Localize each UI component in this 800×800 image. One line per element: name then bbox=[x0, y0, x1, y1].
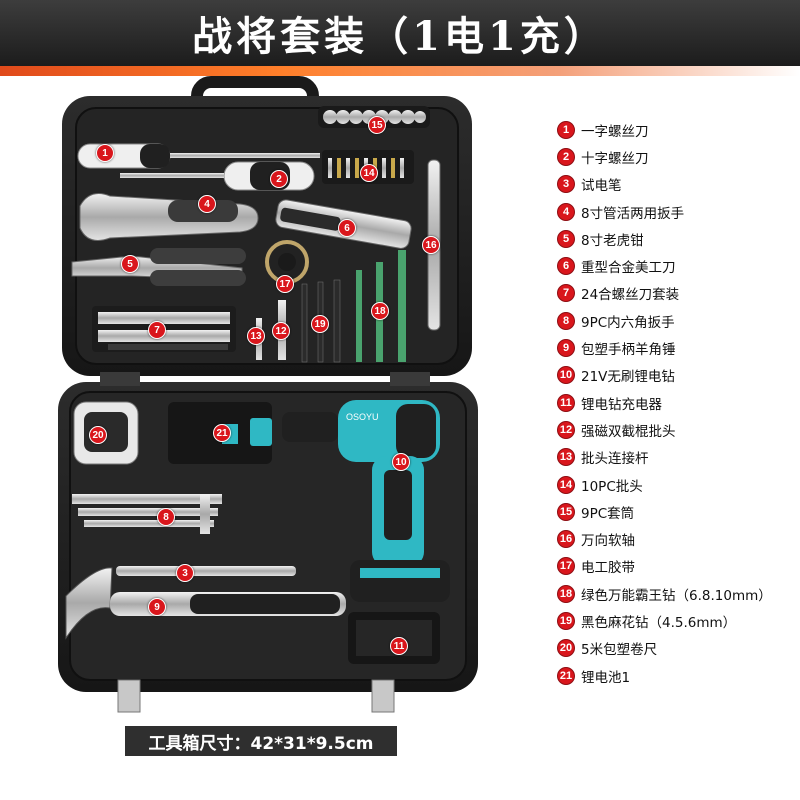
legend-item-20: 20 5米包塑卷尺 bbox=[557, 635, 800, 662]
legend-item-3: 3 试电笔 bbox=[557, 171, 800, 198]
legend-item-10: 10 21V无刷锂电钻 bbox=[557, 362, 800, 389]
legend-number-badge: 6 bbox=[557, 257, 575, 276]
marker-21: 21 bbox=[213, 424, 231, 442]
legend-label: 包塑手柄羊角锤 bbox=[581, 342, 676, 359]
toolbox-photo: OSOYU 1 2 3 4 5 6 7 8 9 10 11 12 13 14 1 bbox=[0, 76, 800, 800]
marker-7: 7 bbox=[148, 321, 166, 339]
legend-label: 21V无刷锂电钻 bbox=[581, 369, 675, 386]
page-title: 战将套装（1电1充） bbox=[192, 13, 608, 60]
legend-item-6: 6 重型合金美工刀 bbox=[557, 252, 800, 279]
marker-19: 19 bbox=[311, 315, 329, 333]
legend-label: 重型合金美工刀 bbox=[581, 260, 676, 277]
legend-number-badge: 20 bbox=[557, 639, 575, 658]
legend-item-1: 1 一字螺丝刀 bbox=[557, 116, 800, 143]
marker-10: 10 bbox=[392, 453, 410, 471]
legend-label: 10PC批头 bbox=[581, 478, 643, 495]
legend-label: 电工胶带 bbox=[581, 560, 635, 577]
legend-item-17: 17 电工胶带 bbox=[557, 553, 800, 580]
marker-15: 15 bbox=[368, 116, 386, 134]
legend-label: 8寸老虎钳 bbox=[581, 232, 644, 249]
marker-12: 12 bbox=[272, 322, 290, 340]
legend-number-badge: 11 bbox=[557, 393, 575, 412]
legend-number-badge: 4 bbox=[557, 202, 575, 221]
title-accent-stripe bbox=[0, 66, 800, 76]
legend-number-badge: 10 bbox=[557, 366, 575, 385]
legend-item-14: 14 10PC批头 bbox=[557, 471, 800, 498]
hex-key-set bbox=[72, 494, 222, 534]
legend-label: 强磁双截棍批头 bbox=[581, 423, 676, 440]
legend-number-badge: 9 bbox=[557, 339, 575, 358]
legend-label: 9PC内六角扳手 bbox=[581, 314, 675, 331]
legend-item-2: 2 十字螺丝刀 bbox=[557, 143, 800, 170]
legend-item-21: 21 锂电池1 bbox=[557, 662, 800, 689]
case-size-label: 工具箱尺寸：42*31*9.5cm bbox=[125, 726, 397, 756]
legend-label: 9PC套筒 bbox=[581, 505, 635, 522]
legend-item-12: 12 强磁双截棍批头 bbox=[557, 416, 800, 443]
legend-label: 一字螺丝刀 bbox=[581, 123, 649, 140]
legend-number-badge: 16 bbox=[557, 530, 575, 549]
marker-4: 4 bbox=[198, 195, 216, 213]
legend-number-badge: 13 bbox=[557, 448, 575, 467]
legend-label: 批头连接杆 bbox=[581, 451, 649, 468]
marker-18: 18 bbox=[371, 302, 389, 320]
legend-label: 十字螺丝刀 bbox=[581, 150, 649, 167]
legend-number-badge: 19 bbox=[557, 611, 575, 630]
legend-label: 万向软轴 bbox=[581, 533, 635, 550]
legend-number-badge: 15 bbox=[557, 502, 575, 521]
legend-number-badge: 2 bbox=[557, 147, 575, 166]
marker-3: 3 bbox=[176, 564, 194, 582]
voltage-tester bbox=[116, 566, 296, 576]
marker-20: 20 bbox=[89, 426, 107, 444]
legend-label: 锂电钻充电器 bbox=[581, 396, 662, 413]
legend-label: 8寸管活两用扳手 bbox=[581, 205, 685, 222]
marker-2: 2 bbox=[270, 170, 288, 188]
legend-label: 黑色麻花钻（4.5.6mm） bbox=[581, 614, 737, 631]
legend-label: 试电笔 bbox=[581, 178, 622, 195]
cordless-drill: OSOYU bbox=[282, 400, 450, 602]
legend-number-badge: 18 bbox=[557, 584, 575, 603]
marker-6: 6 bbox=[338, 219, 356, 237]
legend-number-badge: 5 bbox=[557, 229, 575, 248]
legend-number-badge: 3 bbox=[557, 175, 575, 194]
legend-label: 锂电池1 bbox=[581, 669, 631, 686]
marker-16: 16 bbox=[422, 236, 440, 254]
legend-item-11: 11 锂电钻充电器 bbox=[557, 389, 800, 416]
legend-number-badge: 12 bbox=[557, 420, 575, 439]
claw-hammer bbox=[65, 567, 346, 640]
marker-9: 9 bbox=[148, 598, 166, 616]
legend-item-4: 4 8寸管活两用扳手 bbox=[557, 198, 800, 225]
marker-17: 17 bbox=[276, 275, 294, 293]
legend-number-badge: 1 bbox=[557, 120, 575, 139]
marker-5: 5 bbox=[121, 255, 139, 273]
marker-1: 1 bbox=[96, 144, 114, 162]
legend-item-19: 19 黑色麻花钻（4.5.6mm） bbox=[557, 607, 800, 634]
legend-label: 24合螺丝刀套装 bbox=[581, 287, 680, 304]
legend-number-badge: 8 bbox=[557, 311, 575, 330]
legend-label: 5米包塑卷尺 bbox=[581, 642, 658, 659]
pliers bbox=[71, 248, 246, 286]
legend-item-16: 16 万向软轴 bbox=[557, 525, 800, 552]
case-size-text: 工具箱尺寸：42*31*9.5cm bbox=[148, 733, 374, 754]
legend-item-5: 5 8寸老虎钳 bbox=[557, 225, 800, 252]
legend-item-7: 7 24合螺丝刀套装 bbox=[557, 280, 800, 307]
legend-label: 绿色万能霸王钻（6.8.10mm） bbox=[581, 587, 772, 604]
legend-item-15: 15 9PC套筒 bbox=[557, 498, 800, 525]
legend-number-badge: 17 bbox=[557, 557, 575, 576]
legend-item-13: 13 批头连接杆 bbox=[557, 444, 800, 471]
title-bar: 战将套装（1电1充） bbox=[0, 0, 800, 66]
legend-number-badge: 21 bbox=[557, 666, 575, 685]
legend-item-9: 9 包塑手柄羊角锤 bbox=[557, 334, 800, 361]
marker-14: 14 bbox=[360, 164, 378, 182]
legend-number-badge: 7 bbox=[557, 284, 575, 303]
legend-item-8: 8 9PC内六角扳手 bbox=[557, 307, 800, 334]
legend-item-18: 18 绿色万能霸王钻（6.8.10mm） bbox=[557, 580, 800, 607]
marker-8: 8 bbox=[157, 508, 175, 526]
legend-number-badge: 14 bbox=[557, 475, 575, 494]
drill-brand-label: OSOYU bbox=[346, 412, 379, 422]
parts-legend: 1 一字螺丝刀 2 十字螺丝刀 3 试电笔 4 8寸管活两用扳手 5 8寸老虎钳 6 重型合金美工刀 7… bbox=[557, 116, 800, 689]
marker-13: 13 bbox=[247, 327, 265, 345]
marker-11: 11 bbox=[390, 637, 408, 655]
